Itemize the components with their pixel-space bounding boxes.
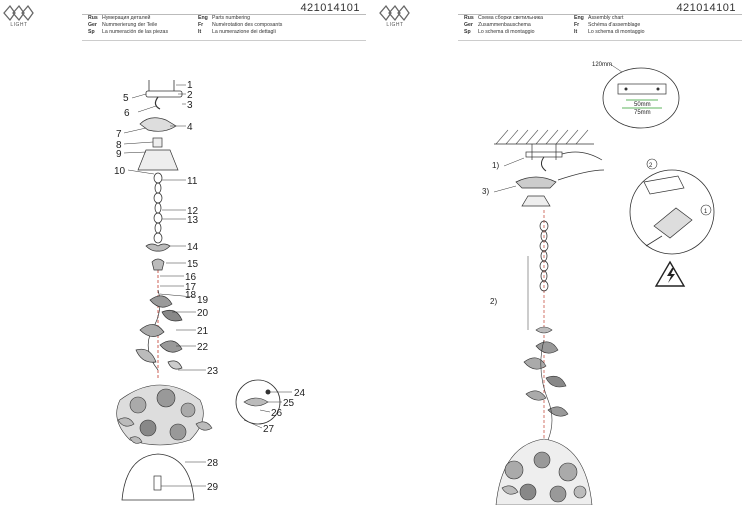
- part-number: 11: [187, 176, 198, 187]
- part-number: 29: [207, 482, 219, 493]
- part-number: 15: [187, 259, 199, 270]
- wiring-detail-callout: 2 1: [629, 158, 715, 255]
- leaf-stem: [523, 326, 569, 441]
- part-number: 10: [114, 166, 126, 177]
- step-label: 1): [492, 161, 499, 170]
- part-number: 4: [187, 122, 193, 133]
- svg-text:120mm: 120mm: [592, 62, 612, 68]
- part-number: 14: [187, 242, 199, 253]
- mounting-bracket: [145, 80, 183, 110]
- part-number: 17: [185, 282, 197, 293]
- part-number: 8: [116, 140, 122, 151]
- electric-warning-icon: [654, 260, 686, 287]
- dimension-inset: 120mm 50mm 75mm: [592, 62, 680, 129]
- header-divider: [458, 14, 742, 15]
- chain: [539, 220, 549, 292]
- logo-text: LIGHT: [10, 22, 28, 28]
- part-number: 5: [123, 93, 129, 104]
- svg-text:50mm: 50mm: [634, 102, 651, 108]
- ceiling: [494, 129, 594, 145]
- part-number: 1: [187, 80, 193, 91]
- part-number: 21: [197, 326, 209, 337]
- canopy: [137, 149, 179, 171]
- part-number: 9: [116, 149, 122, 160]
- article-code: 421014101: [676, 2, 736, 14]
- part-number: 23: [207, 366, 219, 377]
- header-bottom-divider: [82, 40, 366, 41]
- article-code: 421014101: [300, 2, 360, 14]
- floral-crown: [116, 384, 213, 446]
- part-number: 18: [185, 290, 197, 301]
- part-number: 27: [263, 424, 275, 435]
- logo-mark-icon: [379, 4, 410, 22]
- part-number: 19: [197, 295, 209, 306]
- part-number: 28: [207, 458, 219, 469]
- brand-logo: LIGHT: [378, 3, 412, 31]
- part-number: 22: [197, 342, 209, 353]
- part-number-labels: 1 2 3 4 5 6 7 8 9 10 11 12 13 14 15 16 1…: [114, 80, 306, 493]
- step-label: 2): [490, 297, 497, 306]
- part-number: 24: [294, 388, 306, 399]
- svg-text:1: 1: [704, 209, 708, 215]
- part-number: 7: [116, 129, 122, 140]
- part-number: 3: [187, 100, 193, 111]
- logo-text: LIGHT: [386, 22, 404, 28]
- svg-text:2: 2: [649, 163, 653, 169]
- brand-logo: LIGHT: [2, 3, 36, 31]
- part-number: 16: [185, 272, 197, 283]
- logo-mark-icon: [3, 4, 34, 22]
- part-number: 13: [187, 215, 199, 226]
- svg-text:75mm: 75mm: [634, 110, 651, 116]
- header-bottom-divider: [458, 40, 742, 41]
- assembly-step-labels: 1) 2) 3): [482, 157, 525, 306]
- assembly-diagram: 120mm 50mm 75mm: [482, 62, 715, 505]
- floral-shade: [495, 438, 593, 505]
- step-label: 3): [482, 187, 489, 196]
- clamp-part: [139, 117, 177, 132]
- part-number: 20: [197, 308, 209, 319]
- part-number: 26: [271, 408, 283, 419]
- part-number: 25: [283, 398, 295, 409]
- part-number: 2: [187, 90, 193, 101]
- exploded-view-diagram: 1 2 3 4 5 6 7 8 9 10 11 12 13 14 15 16 1…: [114, 80, 306, 501]
- part-number: 12: [187, 206, 199, 217]
- header-divider: [82, 14, 366, 15]
- part-number: 6: [124, 108, 130, 119]
- leaf-stem: [135, 289, 183, 371]
- chain: [153, 172, 163, 244]
